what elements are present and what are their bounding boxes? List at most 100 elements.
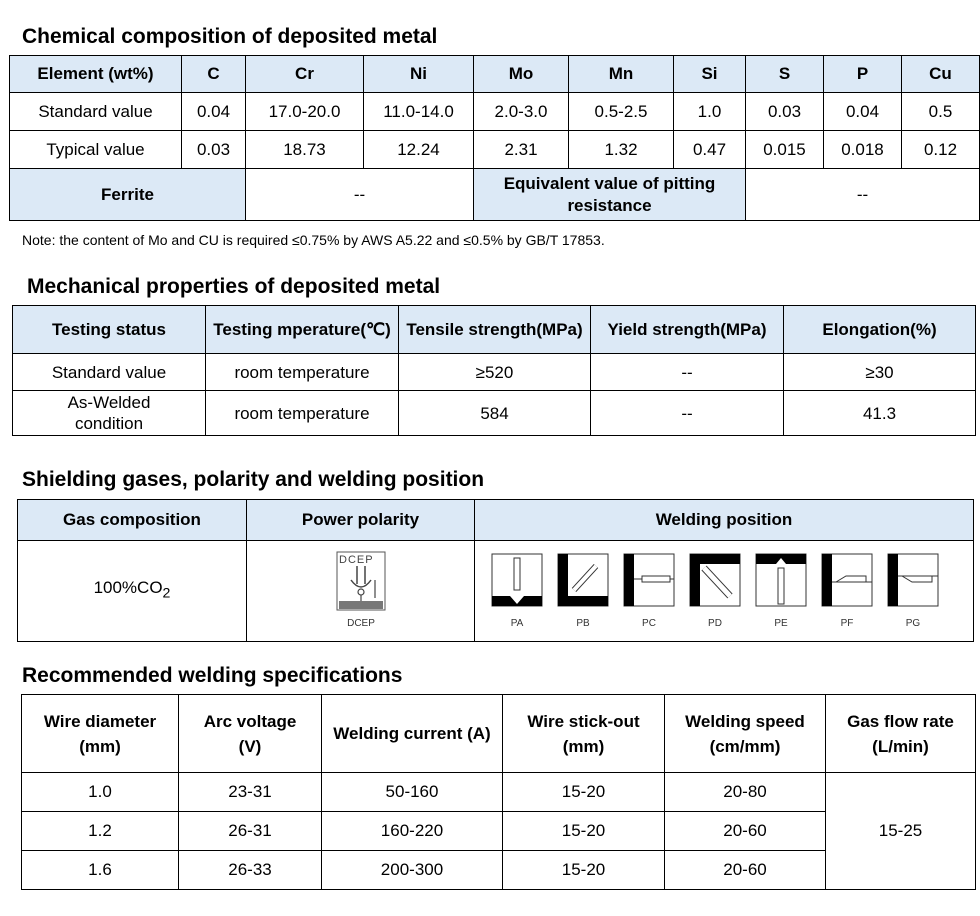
table-cell: Standard value xyxy=(9,92,182,131)
table-cell: 0.04 xyxy=(181,92,246,131)
table-cell: 0.03 xyxy=(181,130,246,169)
position-pb-label: PB xyxy=(576,618,590,629)
chem-header-mn: Mn xyxy=(568,55,674,93)
table-cell: 2.0-3.0 xyxy=(473,92,569,131)
mechanical-properties-title: Mechanical properties of deposited metal xyxy=(27,275,441,298)
spec-header-welding-speed: Welding speed (cm/mm) xyxy=(664,694,826,773)
dcep-icon-label: DCEP xyxy=(339,554,374,566)
table-cell: 12.24 xyxy=(363,130,474,169)
table-cell: 0.03 xyxy=(745,92,824,131)
position-pe-label: PE xyxy=(774,618,788,629)
shielding-gases-title: Shielding gases, polarity and welding po… xyxy=(22,468,485,491)
table-cell: 584 xyxy=(398,390,591,436)
chem-header-ni: Ni xyxy=(363,55,474,93)
spec-header-arc-voltage: Arc voltage (V) xyxy=(178,694,322,773)
table-cell: 0.47 xyxy=(673,130,746,169)
position-pa-label: PA xyxy=(511,618,524,629)
mech-header-elongation: Elongation(%) xyxy=(783,305,976,354)
mech-header-testing-status: Testing status xyxy=(12,305,206,354)
table-cell: 50-160 xyxy=(321,772,503,812)
table-cell: 23-31 xyxy=(178,772,322,812)
table-row: Ferrite -- Equivalent value of pitting r… xyxy=(9,168,980,221)
table-row: As-Welded condition room temperature 584… xyxy=(12,390,976,436)
position-pd-label: PD xyxy=(708,618,722,629)
table-cell: ≥30 xyxy=(783,353,976,391)
ferrite-label: Ferrite xyxy=(9,168,246,221)
table-cell: 160-220 xyxy=(321,811,503,851)
position-pd-icon: PD xyxy=(689,553,741,629)
table-cell: 17.0-20.0 xyxy=(245,92,364,131)
chem-header-mo: Mo xyxy=(473,55,569,93)
table-cell: 20-80 xyxy=(664,772,826,812)
table-row: 1.0 23-31 50-160 15-20 20-80 15-25 xyxy=(21,772,976,890)
table-cell: ≥520 xyxy=(398,353,591,391)
chemical-composition-title: Chemical composition of deposited metal xyxy=(22,25,438,48)
spec-header-gas-flow: Gas flow rate (L/min) xyxy=(825,694,976,773)
table-cell: 0.04 xyxy=(823,92,902,131)
position-pa-icon: PA xyxy=(491,553,543,629)
composition-note: Note: the content of Mo and CU is requir… xyxy=(22,232,605,248)
table-cell: As-Welded condition xyxy=(12,390,206,436)
chem-header-cr: Cr xyxy=(245,55,364,93)
table-cell: room temperature xyxy=(205,390,399,436)
table-cell: Standard value xyxy=(12,353,206,391)
shielding-gases-table: Gas composition Power polarity Welding p… xyxy=(17,499,974,642)
welding-position-cell: PA PB PC xyxy=(474,540,974,642)
table-cell: 1.0 xyxy=(673,92,746,131)
table-cell: 41.3 xyxy=(783,390,976,436)
position-pg-icon: PG xyxy=(887,553,939,629)
gas-composition-subscript: 2 xyxy=(162,585,171,602)
gas-header-polarity: Power polarity xyxy=(246,499,475,541)
gas-flow-rate-value: 15-25 xyxy=(825,772,976,890)
table-cell: 15-20 xyxy=(502,850,665,890)
position-pf-icon: PF xyxy=(821,553,873,629)
table-cell: 18.73 xyxy=(245,130,364,169)
table-cell: 200-300 xyxy=(321,850,503,890)
table-row: 100%CO2 DCEP DCEP xyxy=(17,540,974,642)
table-row: Typical value 0.03 18.73 12.24 2.31 1.32… xyxy=(9,130,980,169)
table-cell: 15-20 xyxy=(502,811,665,851)
table-cell: 20-60 xyxy=(664,811,826,851)
mech-header-temperature: Testing mperature(℃) xyxy=(205,305,399,354)
welding-specifications-title: Recommended welding specifications xyxy=(22,664,403,687)
table-cell: -- xyxy=(590,353,784,391)
table-cell: 0.018 xyxy=(823,130,902,169)
gas-composition-value: 100%CO2 xyxy=(17,540,247,642)
table-cell: Typical value xyxy=(9,130,182,169)
chem-header-c: C xyxy=(181,55,246,93)
welding-specifications-table: Wire diameter (mm) Arc voltage (V) Weldi… xyxy=(21,694,976,890)
chem-header-element: Element (wt%) xyxy=(9,55,182,93)
table-cell: 1.2 xyxy=(21,811,179,851)
table-cell: 26-33 xyxy=(178,850,322,890)
spec-header-wire-diameter: Wire diameter (mm) xyxy=(21,694,179,773)
position-pb-icon: PB xyxy=(557,553,609,629)
spec-header-stick-out: Wire stick-out (mm) xyxy=(502,694,665,773)
chem-header-cu: Cu xyxy=(901,55,980,93)
table-row: 1.6 26-33 200-300 15-20 20-60 xyxy=(21,850,976,890)
ferrite-value: -- xyxy=(245,168,474,221)
table-cell: -- xyxy=(590,390,784,436)
table-cell: 1.0 xyxy=(21,772,179,812)
table-row: Standard value room temperature ≥520 -- … xyxy=(12,353,976,391)
dcep-caption: DCEP xyxy=(347,618,375,629)
position-pe-icon: PE xyxy=(755,553,807,629)
chemical-composition-table: Element (wt%) C Cr Ni Mo Mn Si S P Cu St… xyxy=(9,55,980,221)
position-pf-label: PF xyxy=(841,618,854,629)
mechanical-properties-table: Testing status Testing mperature(℃) Tens… xyxy=(12,305,976,436)
table-cell: 26-31 xyxy=(178,811,322,851)
table-cell: 2.31 xyxy=(473,130,569,169)
chem-header-si: Si xyxy=(673,55,746,93)
gas-header-position: Welding position xyxy=(474,499,974,541)
table-row: Standard value 0.04 17.0-20.0 11.0-14.0 … xyxy=(9,92,980,131)
position-pc-label: PC xyxy=(642,618,656,629)
pitting-resistance-value: -- xyxy=(745,168,980,221)
table-cell: 1.32 xyxy=(568,130,674,169)
table-cell: 0.5 xyxy=(901,92,980,131)
power-polarity-cell: DCEP DCEP xyxy=(246,540,475,642)
dcep-polarity-icon: DCEP DCEP xyxy=(336,551,385,629)
gas-header-composition: Gas composition xyxy=(17,499,247,541)
table-cell: 0.12 xyxy=(901,130,980,169)
table-cell: 11.0-14.0 xyxy=(363,92,474,131)
table-cell: 20-60 xyxy=(664,850,826,890)
chem-header-s: S xyxy=(745,55,824,93)
